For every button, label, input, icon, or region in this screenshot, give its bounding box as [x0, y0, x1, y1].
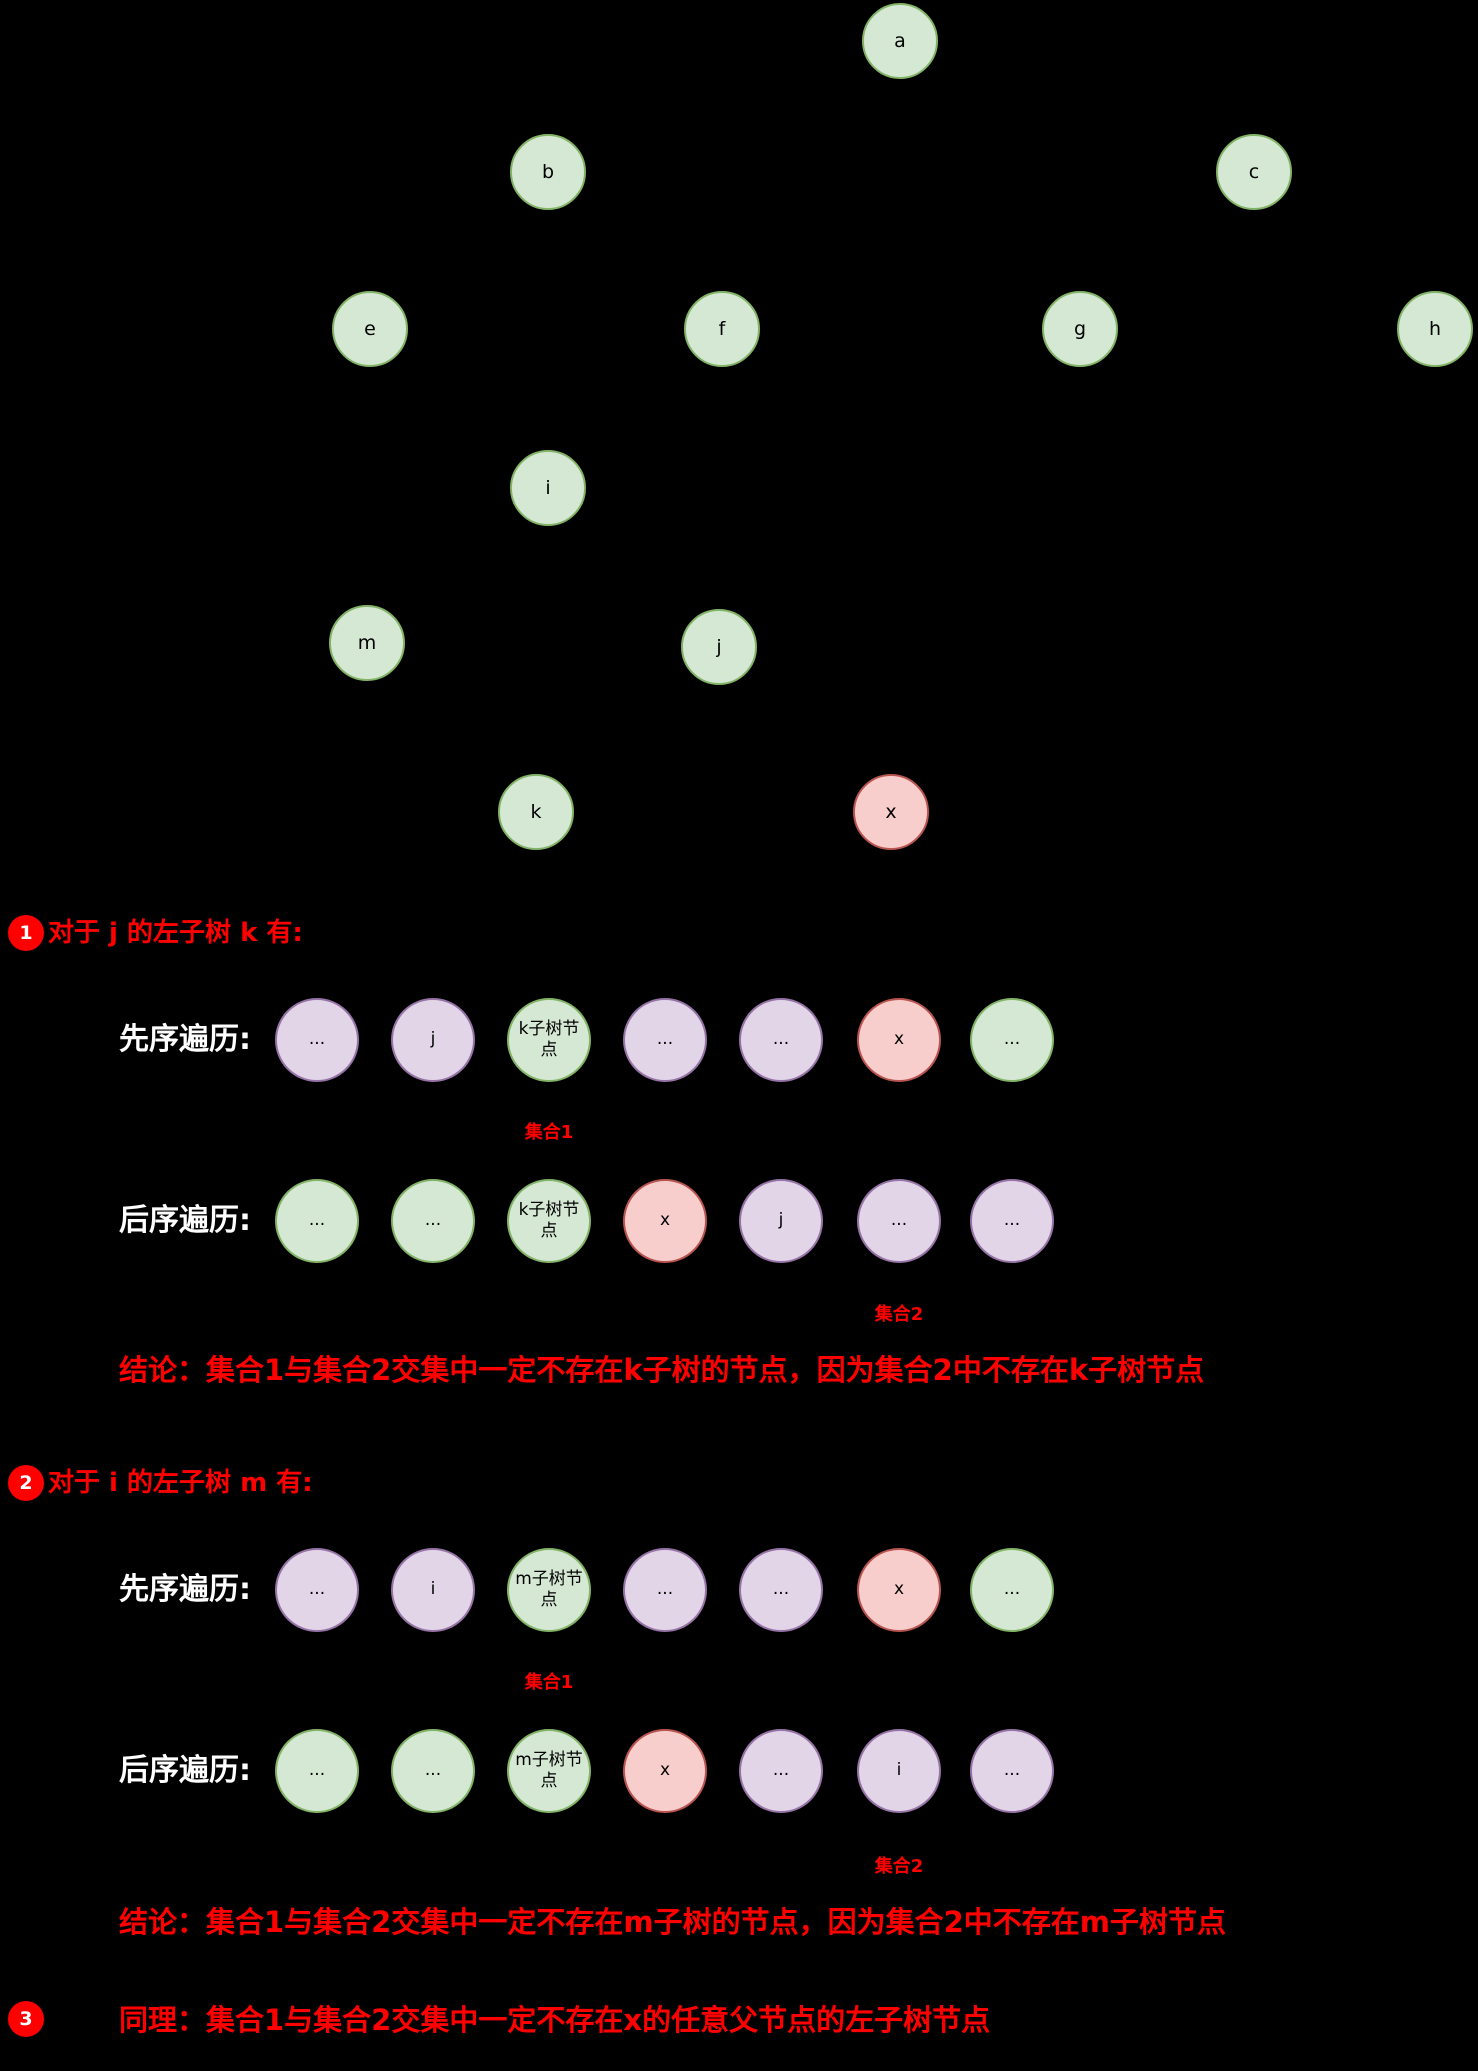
- seq-node: ...: [970, 1729, 1054, 1813]
- preorder-label: 先序遍历:: [119, 1022, 251, 1057]
- seq-node: ...: [275, 1179, 359, 1263]
- seq-node: i: [391, 1548, 475, 1632]
- set2-label: 集合2: [874, 1304, 924, 1325]
- seq-node: ...: [623, 1548, 707, 1632]
- seq-node: ...: [623, 998, 707, 1082]
- tree-node-g: g: [1042, 291, 1118, 367]
- tree-node-c: c: [1216, 134, 1292, 210]
- footer-text: 同理：集合1与集合2交集中一定不存在x的任意父节点的左子树节点: [119, 2003, 991, 2037]
- seq-node: x: [857, 1548, 941, 1632]
- seq-node: x: [857, 998, 941, 1082]
- tree-node-i: i: [510, 450, 586, 526]
- seq-node: ...: [739, 1548, 823, 1632]
- tree-node-b: b: [510, 134, 586, 210]
- tree-node-f: f: [684, 291, 760, 367]
- tree-node-j: j: [681, 609, 757, 685]
- tree-node-e: e: [332, 291, 408, 367]
- seq-node: j: [739, 1179, 823, 1263]
- section-badge: 2: [8, 1465, 44, 1501]
- seq-node: ...: [391, 1179, 475, 1263]
- section-badge: 3: [8, 2001, 44, 2037]
- preorder-label: 先序遍历:: [119, 1572, 251, 1607]
- section-heading: 对于 j 的左子树 k 有:: [48, 918, 303, 948]
- seq-node: ...: [857, 1179, 941, 1263]
- set1-label: 集合1: [524, 1122, 574, 1143]
- seq-node: x: [623, 1729, 707, 1813]
- seq-node: m子树节点: [507, 1729, 591, 1813]
- tree-node-x: x: [853, 774, 929, 850]
- seq-node: ...: [970, 1548, 1054, 1632]
- seq-node: k子树节点: [507, 1179, 591, 1263]
- seq-node: ...: [275, 1548, 359, 1632]
- section-badge: 1: [8, 915, 44, 951]
- set2-label: 集合2: [874, 1856, 924, 1877]
- seq-node: ...: [970, 1179, 1054, 1263]
- tree-node-a: a: [862, 3, 938, 79]
- tree-node-h: h: [1397, 291, 1473, 367]
- seq-node: j: [391, 998, 475, 1082]
- seq-node: k子树节点: [507, 998, 591, 1082]
- seq-node: ...: [739, 998, 823, 1082]
- seq-node: x: [623, 1179, 707, 1263]
- conclusion-text: 结论：集合1与集合2交集中一定不存在m子树的节点，因为集合2中不存在m子树节点: [119, 1905, 1226, 1939]
- seq-node: ...: [391, 1729, 475, 1813]
- seq-node: ...: [970, 998, 1054, 1082]
- postorder-label: 后序遍历:: [119, 1203, 251, 1238]
- seq-node: ...: [275, 998, 359, 1082]
- conclusion-text: 结论：集合1与集合2交集中一定不存在k子树的节点，因为集合2中不存在k子树节点: [119, 1353, 1205, 1387]
- section-heading: 对于 i 的左子树 m 有:: [48, 1468, 313, 1498]
- seq-node: i: [857, 1729, 941, 1813]
- tree-node-k: k: [498, 774, 574, 850]
- tree-node-m: m: [329, 605, 405, 681]
- set1-label: 集合1: [524, 1672, 574, 1693]
- seq-node: ...: [275, 1729, 359, 1813]
- seq-node: m子树节点: [507, 1548, 591, 1632]
- postorder-label: 后序遍历:: [119, 1753, 251, 1788]
- seq-node: ...: [739, 1729, 823, 1813]
